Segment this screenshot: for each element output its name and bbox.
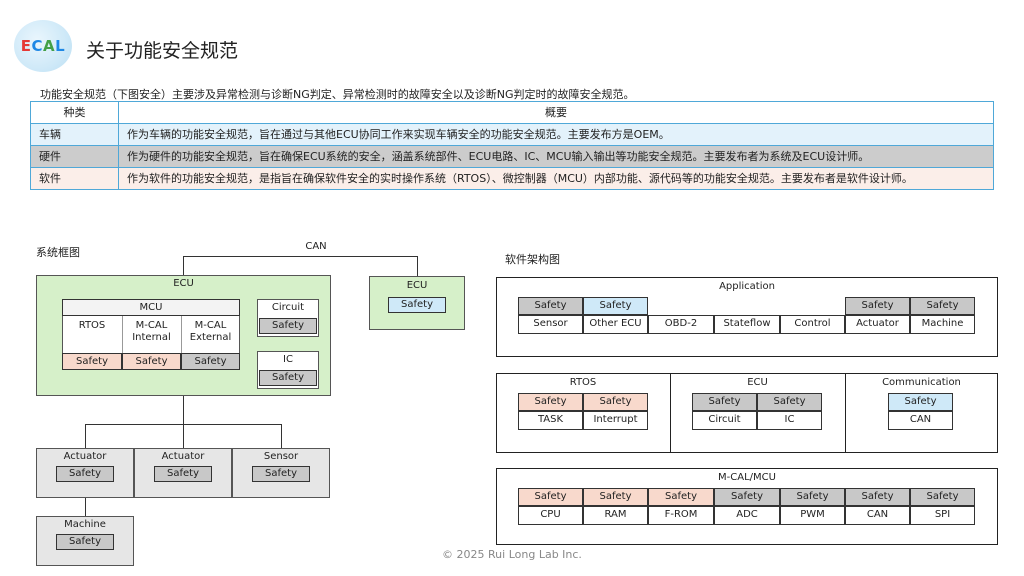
ecu-main-label: ECU — [173, 278, 194, 289]
connector-line — [281, 424, 282, 448]
safety-badge: Safety — [388, 297, 446, 313]
copyright-footer: © 2025 Rui Long Lab Inc. — [442, 548, 582, 561]
table-cell-kind: 软件 — [30, 167, 119, 190]
can-line-right — [417, 256, 418, 276]
safety-badge: Safety — [845, 297, 910, 315]
module-pwm: PWM — [780, 506, 845, 525]
module-can: CAN — [845, 506, 910, 525]
can-label: CAN — [305, 241, 327, 252]
table-row: 软件 作为软件的功能安全规范，是指旨在确保软件安全的实时操作系统（RTOS）、微… — [30, 167, 994, 190]
safety-badge: Safety — [780, 488, 845, 506]
rtos-layer-label: RTOS — [569, 377, 597, 388]
table-cell-desc: 作为软件的功能安全规范，是指旨在确保软件安全的实时操作系统（RTOS）、微控制器… — [118, 167, 994, 190]
module-cpu: CPU — [518, 506, 583, 525]
mcu-divider — [181, 316, 182, 370]
module-circuit: Circuit — [692, 411, 757, 430]
table-header-row: 种类 概要 — [30, 101, 994, 124]
actuator-label: Actuator — [63, 451, 107, 462]
ecu-layer-label: ECU — [747, 377, 768, 388]
safety-badge: Safety — [583, 488, 648, 506]
application-layer — [496, 277, 998, 357]
module-stateflow: Stateflow — [714, 315, 780, 334]
connector-line — [183, 424, 184, 448]
safety-badge: Safety — [583, 297, 648, 315]
ecal-logo: ECAL — [14, 20, 72, 72]
sensor-label: Sensor — [263, 451, 299, 462]
module-adc: ADC — [714, 506, 780, 525]
safety-badge: Safety — [518, 488, 583, 506]
safety-badge: Safety — [910, 297, 975, 315]
software-diagram-title: 软件架构图 — [505, 253, 560, 266]
safety-badge: Safety — [757, 393, 822, 411]
can-bus-line — [183, 256, 417, 257]
safety-badge: Safety — [845, 488, 910, 506]
mcu-divider — [122, 316, 123, 370]
table-header-kind: 种类 — [30, 101, 119, 124]
mcu-label: MCU — [62, 299, 240, 316]
safety-badge: Safety — [259, 318, 317, 334]
connector-line — [85, 424, 86, 448]
system-diagram-title: 系统框图 — [36, 246, 80, 259]
page-title: 关于功能安全规范 — [86, 40, 239, 62]
safety-badge: Safety — [181, 353, 240, 370]
intro-text: 功能安全规范（下图安全）主要涉及异常检测与诊断NG判定、异常检测时的故障安全以及… — [40, 88, 635, 101]
module-other-ecu: Other ECU — [583, 315, 648, 334]
module-ram: RAM — [583, 506, 648, 525]
table-cell-desc: 作为硬件的功能安全规范，旨在确保ECU系统的安全，涵盖系统部件、ECU电路、IC… — [118, 145, 994, 168]
layer-divider — [670, 373, 671, 453]
table-cell-desc: 作为车辆的功能安全规范，旨在通过与其他ECU协同工作来实现车辆安全的功能安全规范… — [118, 123, 994, 146]
safety-badge: Safety — [518, 393, 583, 411]
application-label: Application — [719, 281, 775, 292]
module-actuator: Actuator — [845, 315, 910, 334]
safety-badge: Safety — [56, 466, 114, 482]
safety-badge: Safety — [122, 353, 181, 370]
safety-badge: Safety — [154, 466, 212, 482]
safety-badge: Safety — [910, 488, 975, 506]
safety-badge: Safety — [583, 393, 648, 411]
mcal-internal-label: M-CAL Internal — [132, 320, 171, 343]
safety-badge: Safety — [648, 488, 714, 506]
module-control: Control — [780, 315, 845, 334]
module-interrupt: Interrupt — [583, 411, 648, 430]
safety-badge: Safety — [518, 297, 583, 315]
safety-badge: Safety — [259, 370, 317, 386]
table-row: 硬件 作为硬件的功能安全规范，旨在确保ECU系统的安全，涵盖系统部件、ECU电路… — [30, 145, 994, 168]
mcal-layer-label: M-CAL/MCU — [718, 472, 776, 483]
module-machine: Machine — [910, 315, 975, 334]
mcal-external-label: M-CAL External — [189, 320, 232, 343]
connector-line — [85, 498, 86, 516]
logo-text: ECAL — [20, 37, 66, 55]
layer-divider — [845, 373, 846, 453]
actuator-label: Actuator — [161, 451, 205, 462]
module-f-rom: F-ROM — [648, 506, 714, 525]
middle-layer — [496, 373, 998, 453]
safety-badge: Safety — [62, 353, 122, 370]
safety-badge: Safety — [56, 534, 114, 550]
safety-spec-table: 种类 概要 车辆 作为车辆的功能安全规范，旨在通过与其他ECU协同工作来实现车辆… — [30, 101, 994, 190]
rtos-label: RTOS — [78, 320, 106, 331]
table-header-summary: 概要 — [118, 101, 994, 124]
table-cell-kind: 车辆 — [30, 123, 119, 146]
module-can: CAN — [888, 411, 953, 430]
connector-line — [183, 396, 184, 424]
communication-layer-label: Communication — [882, 377, 961, 388]
safety-badge: Safety — [252, 466, 310, 482]
ic-label: IC — [283, 354, 293, 365]
ecu-other-label: ECU — [406, 280, 428, 291]
module-task: TASK — [518, 411, 583, 430]
safety-badge: Safety — [888, 393, 953, 411]
mcal-layer — [496, 468, 998, 545]
safety-badge: Safety — [714, 488, 780, 506]
circuit-label: Circuit — [271, 302, 305, 313]
module-obd2: OBD-2 — [648, 315, 714, 334]
module-sensor: Sensor — [518, 315, 583, 334]
safety-badge: Safety — [692, 393, 757, 411]
machine-label: Machine — [64, 519, 106, 530]
module-spi: SPI — [910, 506, 975, 525]
table-row: 车辆 作为车辆的功能安全规范，旨在通过与其他ECU协同工作来实现车辆安全的功能安… — [30, 123, 994, 146]
table-cell-kind: 硬件 — [30, 145, 119, 168]
can-line-left — [183, 256, 184, 275]
module-ic: IC — [757, 411, 822, 430]
